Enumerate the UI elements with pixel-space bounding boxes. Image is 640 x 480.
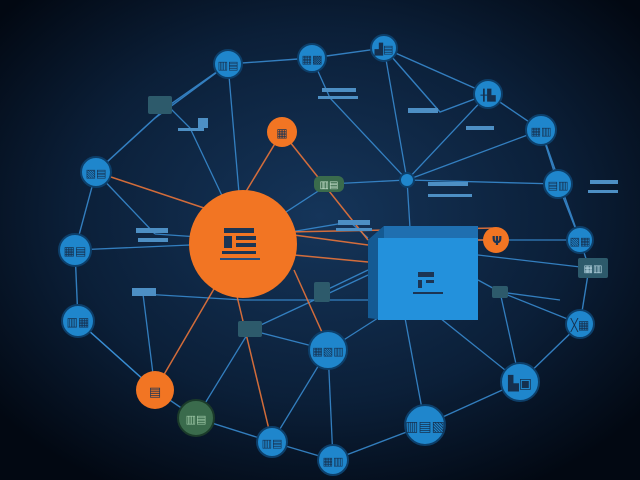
node-glyph: ▥▤ bbox=[186, 413, 207, 426]
blue-node[interactable] bbox=[213, 49, 243, 79]
svg-text:▥▦: ▥▦ bbox=[67, 315, 90, 329]
svg-text:▦▩: ▦▩ bbox=[302, 53, 323, 66]
orange-node[interactable]: Ψ bbox=[483, 227, 509, 253]
svg-text:▧▤: ▧▤ bbox=[86, 167, 107, 180]
svg-text:▦▥: ▦▥ bbox=[323, 455, 344, 468]
node-glyph: ▦▥ bbox=[584, 264, 603, 275]
teal-box-node[interactable] bbox=[314, 282, 330, 302]
blue-node[interactable] bbox=[473, 79, 503, 109]
blue-node[interactable] bbox=[80, 156, 112, 188]
blue-node[interactable] bbox=[500, 362, 540, 402]
teal-box-node[interactable] bbox=[238, 321, 262, 337]
blue-node[interactable] bbox=[565, 309, 595, 339]
teal-box-node[interactable] bbox=[148, 96, 172, 114]
orange-node[interactable]: ▦ bbox=[267, 117, 297, 147]
svg-text:▤▥: ▤▥ bbox=[548, 179, 569, 192]
orange-node[interactable]: ▤ bbox=[136, 371, 174, 409]
blue-node[interactable] bbox=[308, 330, 348, 370]
teal-box-node[interactable] bbox=[492, 286, 508, 298]
svg-text:╂▙: ╂▙ bbox=[479, 88, 496, 102]
cube-glyph-label bbox=[413, 272, 443, 294]
svg-text:▦▥: ▦▥ bbox=[531, 125, 552, 138]
blue-node[interactable] bbox=[297, 43, 327, 73]
node-glyph: ▦ bbox=[276, 126, 287, 140]
blue-node[interactable] bbox=[370, 34, 398, 62]
svg-text:▥▤▧: ▥▤▧ bbox=[405, 419, 445, 435]
svg-text:╳▦: ╳▦ bbox=[570, 317, 590, 332]
cube-node[interactable] bbox=[368, 226, 478, 320]
green-node[interactable]: ▥▤ bbox=[314, 176, 344, 192]
blue-node[interactable] bbox=[404, 404, 446, 446]
blue-node[interactable] bbox=[399, 172, 415, 188]
blue-node-glyphs: ▥▤ ▦▩ ▟▤ ╂▙ ▦▥ ▤▥ ▧▦ ╳▦ ▙▣ ▥▤▧ ▦▥ ▥▤ ▦▧▥… bbox=[64, 42, 591, 468]
teal-box-node[interactable]: ▦▥ bbox=[578, 258, 608, 278]
blue-node[interactable] bbox=[61, 304, 95, 338]
floating-glyph-labels bbox=[132, 88, 618, 296]
blue-node[interactable] bbox=[543, 169, 573, 199]
svg-text:▦▧▥: ▦▧▥ bbox=[312, 345, 343, 358]
blue-node[interactable] bbox=[525, 114, 557, 146]
blue-node[interactable] bbox=[256, 426, 288, 458]
blue-node[interactable] bbox=[317, 444, 349, 476]
svg-text:▙▣: ▙▣ bbox=[507, 374, 532, 392]
hub-glyph-label bbox=[220, 228, 260, 260]
node-glyph: Ψ bbox=[492, 234, 502, 248]
svg-text:▧▦: ▧▦ bbox=[570, 235, 591, 248]
blue-node[interactable] bbox=[566, 226, 594, 254]
node-glyph: ▥▤ bbox=[320, 180, 339, 191]
svg-text:▥▤: ▥▤ bbox=[262, 437, 283, 450]
svg-text:▟▤: ▟▤ bbox=[374, 42, 394, 56]
blue-node[interactable] bbox=[58, 233, 92, 267]
green-node[interactable]: ▥▤ bbox=[177, 399, 215, 437]
svg-text:▦▤: ▦▤ bbox=[64, 244, 87, 258]
svg-text:▥▤: ▥▤ bbox=[218, 59, 239, 72]
node-glyph: ▤ bbox=[149, 385, 161, 400]
blue-nodes bbox=[58, 34, 595, 476]
